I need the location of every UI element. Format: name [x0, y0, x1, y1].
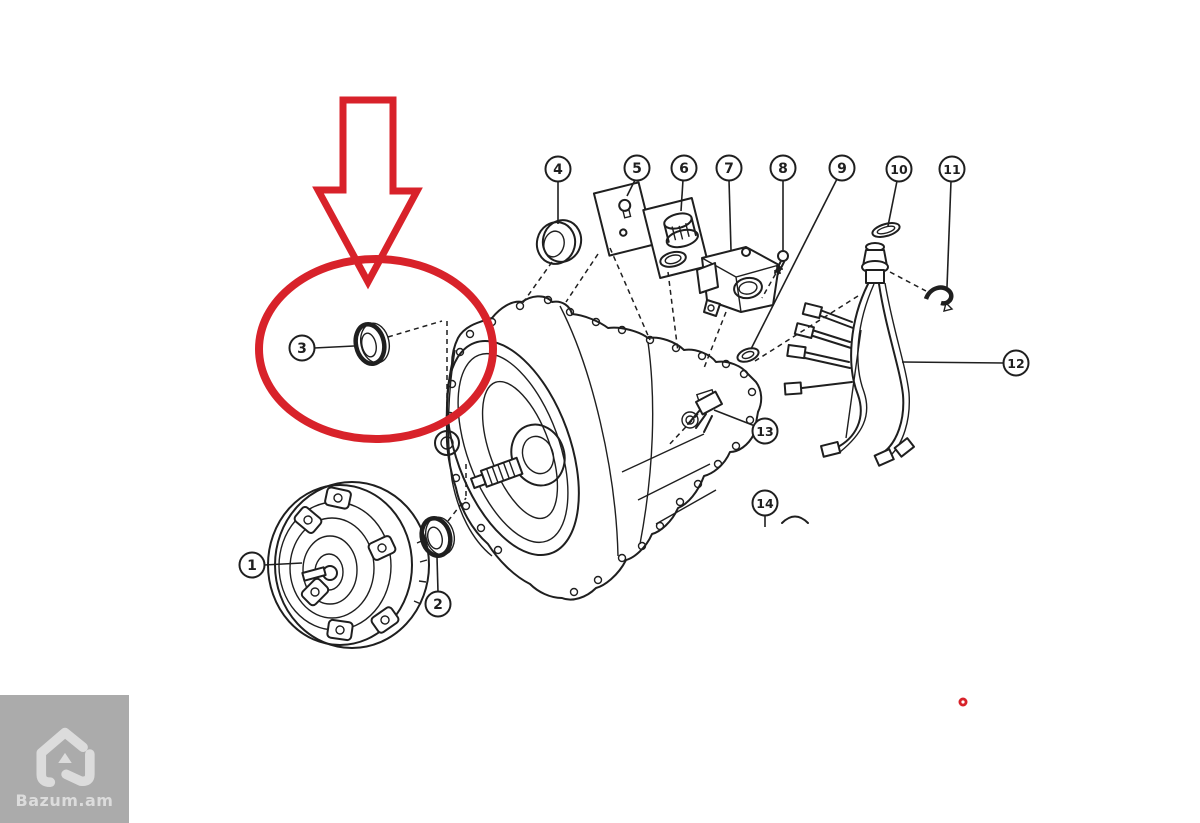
callout-5-label: 5 — [632, 161, 642, 177]
red-dot-marker — [958, 697, 968, 707]
callout-9-label: 9 — [837, 161, 847, 177]
converter-lugs — [293, 486, 400, 642]
house-icon — [35, 727, 95, 788]
callout-3-label: 3 — [297, 341, 307, 357]
callout-12-label: 12 — [1007, 356, 1024, 371]
part-clip-11 — [923, 285, 954, 312]
callout-13: 13 — [713, 409, 779, 445]
part-oring-9 — [736, 347, 760, 363]
part-washer-10 — [871, 222, 901, 238]
transmission-housing — [434, 295, 763, 601]
part-control-module-7 — [696, 246, 780, 317]
callout-7: 7 — [715, 154, 743, 251]
callout-3: 3 — [288, 334, 355, 362]
callout-4: 4 — [544, 155, 572, 224]
part-oring-14 — [781, 515, 809, 524]
watermark-text: Bazum.am — [15, 791, 114, 810]
callout-1-label: 1 — [247, 558, 257, 574]
part-torque-converter — [267, 481, 430, 649]
callout-5: 5 — [623, 154, 651, 197]
red-arrow-down — [312, 96, 423, 290]
part-oil-seal-4 — [535, 219, 583, 265]
assembly-dashed-lines — [387, 247, 927, 522]
part-wire-harness-12 — [783, 242, 915, 467]
callout-7-label: 7 — [724, 161, 734, 177]
callout-2: 2 — [424, 556, 452, 618]
callout-14: 14 — [751, 489, 779, 527]
callout-11: 11 — [938, 155, 966, 288]
part-bolt-8 — [774, 250, 789, 275]
callout-13-label: 13 — [756, 424, 773, 439]
callout-6: 6 — [670, 154, 698, 212]
part-plug-kit-6 — [642, 196, 710, 280]
callout-4-label: 4 — [553, 162, 563, 178]
callout-11-label: 11 — [943, 162, 960, 177]
input-shaft — [470, 456, 524, 490]
callout-8: 8 — [769, 154, 797, 250]
part-oil-seal-2 — [419, 516, 456, 558]
callout-10: 10 — [885, 155, 913, 227]
callout-1: 1 — [238, 551, 303, 579]
callout-6-label: 6 — [679, 161, 689, 177]
part-oil-seal-3 — [353, 321, 391, 367]
red-ellipse-highlight — [255, 255, 497, 443]
callout-10-label: 10 — [890, 162, 908, 177]
callout-12: 12 — [901, 349, 1030, 377]
callout-8-label: 8 — [778, 161, 788, 177]
callout-2-label: 2 — [433, 597, 443, 613]
callout-9: 9 — [750, 154, 856, 350]
callout-14-label: 14 — [756, 496, 774, 511]
watermark: Bazum.am — [0, 695, 129, 823]
